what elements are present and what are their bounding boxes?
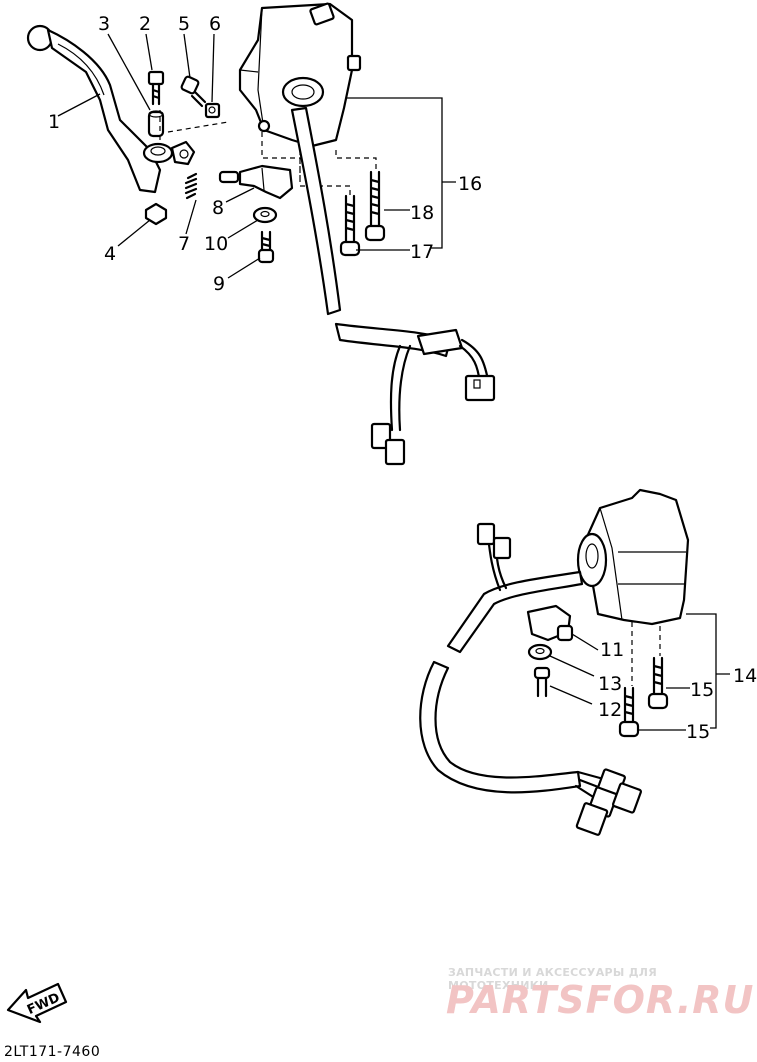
callout-16: 16 <box>458 173 482 195</box>
callout-17: 17 <box>410 241 434 263</box>
part-12-screw <box>533 666 551 698</box>
part-9-screw <box>257 230 275 264</box>
diagram-code: 2LT171-7460 <box>4 1044 101 1060</box>
callout-7: 7 <box>178 233 190 255</box>
leader-lines <box>57 33 730 731</box>
part-18-long-screw <box>364 170 386 242</box>
callout-4: 4 <box>104 243 116 265</box>
part-13-washer <box>527 643 553 661</box>
part-11-front-brake-switch <box>526 604 574 642</box>
callout-11: 11 <box>600 639 624 661</box>
callout-8: 8 <box>212 197 224 219</box>
callout-14: 14 <box>733 665 757 687</box>
part-8-clutch-switch <box>218 164 294 200</box>
watermark-logo: PARTSFOR.RU <box>446 978 755 1022</box>
watermark-tagline: ЗАПЧАСТИ И АКСЕССУАРЫ ДЛЯ МОТОТЕХНИКИ <box>448 966 658 992</box>
left-cable-harness <box>290 106 496 466</box>
part-4-nut <box>144 202 168 226</box>
part-7-spring <box>184 172 198 200</box>
part-3-collar <box>147 110 165 138</box>
clutch-lever <box>26 24 162 194</box>
lever-pivot-bracket <box>142 140 196 166</box>
part-15-lower-screw <box>618 686 640 738</box>
callout-15-lower: 15 <box>686 721 710 743</box>
pivot-axis-line <box>167 121 229 133</box>
part-17-screw <box>339 194 361 257</box>
part-10-washer <box>252 206 278 224</box>
callout-1: 1 <box>48 111 60 133</box>
callout-6: 6 <box>209 13 221 35</box>
callout-2: 2 <box>139 13 151 35</box>
right-switch-housing <box>576 488 690 626</box>
left-assembly-dashes <box>261 132 377 196</box>
callout-3: 3 <box>98 13 110 35</box>
part-15-upper-screw <box>647 656 669 710</box>
fwd-arrow-icon: FWD <box>6 982 68 1024</box>
callout-13: 13 <box>598 673 622 695</box>
part-5-screw <box>180 75 207 108</box>
right-assembly-dashes <box>631 622 661 686</box>
part-2-bolt <box>147 70 165 106</box>
callout-5: 5 <box>178 13 190 35</box>
callout-18: 18 <box>410 202 434 224</box>
part-6-nut <box>204 102 221 119</box>
callout-9: 9 <box>213 273 225 295</box>
callout-10: 10 <box>204 233 228 255</box>
callout-15-upper: 15 <box>690 679 714 701</box>
right-cable-harness <box>419 522 642 836</box>
callout-12: 12 <box>598 699 622 721</box>
